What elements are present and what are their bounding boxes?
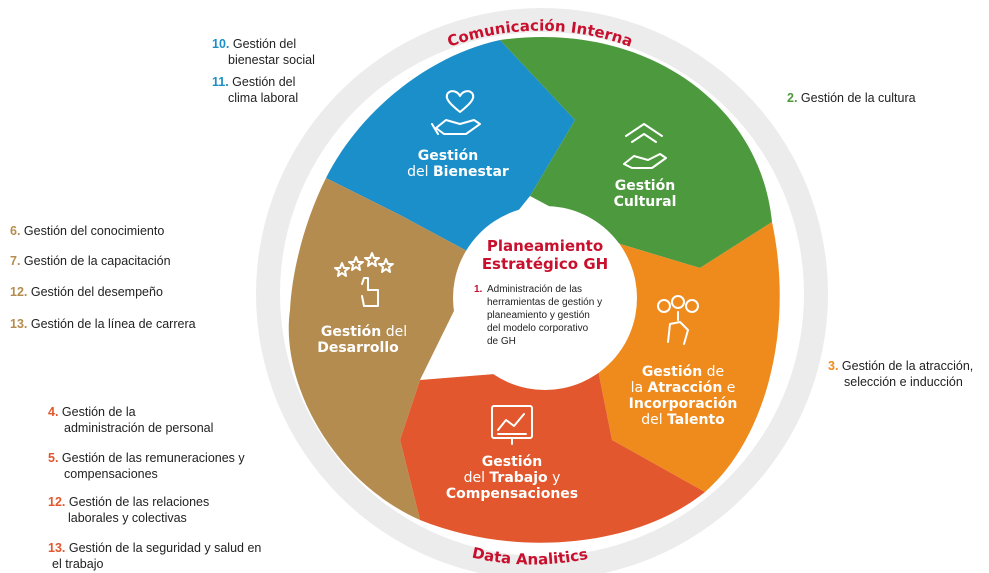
segment-atraccion-title-line2: la Atracción e (631, 380, 736, 396)
segment-cultural-title-line1: Gestión (615, 178, 675, 194)
segment-desarrollo-title-line2: Desarrollo (317, 340, 399, 356)
label-capacitacion: 7. Gestión de la capacitación (10, 254, 171, 268)
segment-desarrollo[interactable] (288, 178, 480, 520)
center-item-line-2: herramientas de gestión y (487, 297, 602, 308)
segment-cultural-title-line2: Cultural (614, 194, 677, 210)
center-item-line-1: Administración de las (487, 284, 582, 295)
label-remuneraciones: 5. Gestión de las remuneraciones y compe… (48, 451, 245, 481)
segment-bienestar[interactable] (326, 40, 575, 258)
center-title-line2: Estratégico GH (482, 255, 608, 273)
heart-hand-icon (431, 90, 481, 135)
label-seguridad-salud: 13. Gestión de la seguridad y salud en e… (48, 541, 262, 571)
house-hand-icon (623, 123, 667, 169)
label-conocimiento: 6. Gestión del conocimiento (10, 224, 165, 238)
segment-trabajo-title-line2: del Trabajo y (464, 470, 561, 486)
segment-atraccion-title-line3: Incorporación (629, 396, 738, 412)
label-administracion-personal: 4. Gestión de la administración de perso… (48, 405, 214, 435)
segment-atraccion-title-line4: del Talento (641, 412, 725, 428)
segment-trabajo-title-line1: Gestión (482, 454, 542, 470)
label-relaciones-laborales: 12. Gestión de las relaciones laborales … (48, 495, 210, 525)
label-clima-laboral: 11. Gestión del clima laboral (212, 75, 299, 105)
label-linea-carrera: 13. Gestión de la línea de carrera (10, 317, 196, 331)
label-cultura: 2. Gestión de la cultura (787, 91, 916, 105)
center-item-line-4: del modelo corporativo (487, 323, 589, 334)
center-circle (453, 206, 637, 390)
center-item-line-5: de GH (487, 336, 516, 347)
label-desempeno: 12. Gestión del desempeño (10, 285, 163, 299)
label-atraccion: 3. Gestión de la atracción, selección e … (828, 359, 974, 389)
center-title-line1: Planeamiento (487, 237, 603, 255)
chart-board-icon (491, 405, 533, 445)
center-item-number: 1. (474, 284, 483, 295)
segment-atraccion-title-line1: Gestión de (642, 364, 724, 380)
people-hand-icon (657, 295, 699, 345)
segment-trabajo[interactable] (400, 370, 705, 543)
segment-bienestar-title-line1: Gestión (418, 148, 478, 164)
segment-bienestar-title-line2: del Bienestar (407, 164, 509, 180)
segment-trabajo-title-line3: Compensaciones (446, 486, 578, 502)
label-bienestar-social: 10. Gestión del bienestar social (212, 37, 315, 67)
segment-atraccion[interactable] (598, 222, 780, 492)
stars-hand-icon (334, 252, 394, 307)
segment-desarrollo-title-line1: Gestión del (321, 324, 407, 340)
center-item-line-3: planeamiento y gestión (487, 310, 590, 321)
